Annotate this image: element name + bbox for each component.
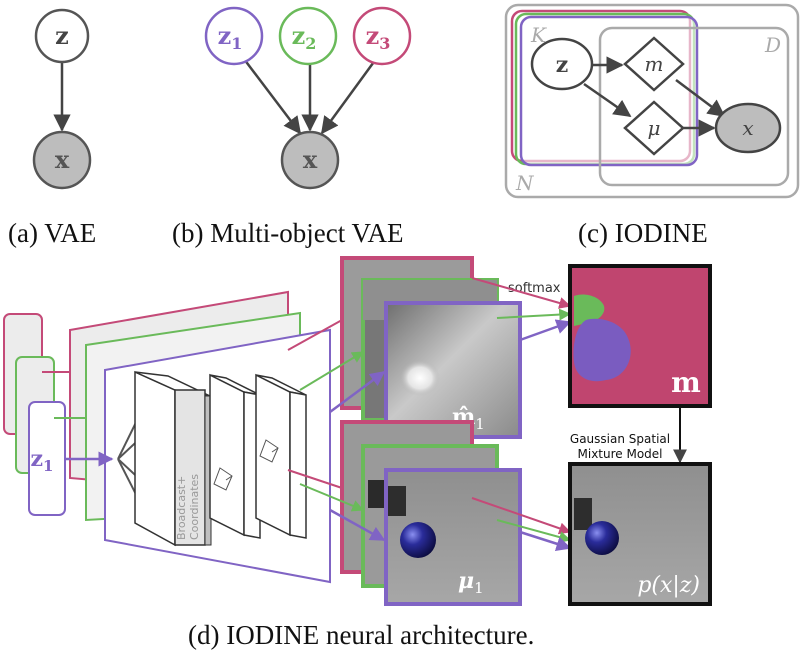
plate-d-label: D xyxy=(764,33,781,57)
panel-d-architecture: z1 Broadcast+Coordinates xyxy=(3,256,712,606)
panel-a-vae: z x xyxy=(32,8,92,190)
latent-node-z1 xyxy=(204,6,264,66)
iodine-node-m xyxy=(623,36,685,92)
observed-node-x xyxy=(280,130,340,190)
edge-z3-to-x xyxy=(320,58,378,135)
caption-a: (a) VAE xyxy=(8,218,97,248)
plate-n-label: N xyxy=(515,171,535,195)
arrow-output-green xyxy=(496,519,572,543)
mu-label: μ1 xyxy=(458,568,484,597)
iodine-node-x-label: x xyxy=(742,116,753,140)
arrow-softmax-red xyxy=(471,277,572,309)
conv-layer-2 xyxy=(209,373,261,539)
panel-c-iodine-plate: K D N z m μ x xyxy=(504,3,800,199)
iodine-node-x xyxy=(714,102,782,154)
conv-layer-3 xyxy=(255,373,307,539)
plate-n xyxy=(504,3,800,199)
edge-z1-to-x xyxy=(243,58,302,135)
layer-label: Broadcast+Coordinates xyxy=(175,474,201,540)
mixture-label-line2: Mixture Model xyxy=(578,447,663,461)
caption-d: (d) IODINE neural architecture. xyxy=(188,620,535,650)
iodine-node-mu xyxy=(623,100,685,156)
observed-node-x xyxy=(32,130,92,190)
mask-image: m xyxy=(568,264,712,408)
iodine-node-mu-label: μ xyxy=(648,116,661,140)
output-label: p(x|z) xyxy=(637,573,700,598)
arrow-softmax-purple xyxy=(519,319,572,342)
arrow-decoder-red-upper xyxy=(287,319,343,351)
iodine-node-z xyxy=(530,37,594,91)
input-z1-label: z1 xyxy=(31,446,54,475)
softmax-label: softmax xyxy=(508,281,561,296)
arrow-output-purple xyxy=(519,530,572,552)
observed-node-x-label: x xyxy=(303,145,318,174)
iodine-node-z-label: z xyxy=(556,52,569,78)
latent-node-z-label: z xyxy=(55,21,69,50)
mixture-label-line1: Gaussian Spatial xyxy=(570,432,670,446)
plate-k-purple xyxy=(519,15,699,167)
observed-node-x-label: x xyxy=(55,145,70,174)
edge-m-to-x xyxy=(675,79,726,118)
latent-node-z xyxy=(34,8,90,64)
mu-image-ball xyxy=(400,522,436,558)
arrow-decoder-purple-upper xyxy=(329,370,386,414)
arrow-output-red xyxy=(471,497,572,535)
arrow-decoder-red-lower xyxy=(287,469,343,489)
plate-k-label: K xyxy=(530,23,547,47)
latent-node-z2 xyxy=(278,6,338,66)
latent-node-z2-label: z2 xyxy=(292,21,317,53)
arrow-decoder-purple-lower xyxy=(329,508,386,542)
mask-label: m xyxy=(671,366,701,399)
arrow-decoder-green-lower xyxy=(299,483,365,512)
mu-image-cube xyxy=(388,486,406,516)
layer-broadcast-coordinates: Broadcast+Coordinates xyxy=(134,370,212,547)
latent-node-z3-label: z3 xyxy=(366,21,391,53)
arrow-softmax-green xyxy=(496,308,572,321)
caption-c: (c) IODINE xyxy=(578,218,708,248)
arrow-decoder-green-upper xyxy=(299,351,365,391)
output-image: p(x|z) xyxy=(568,462,712,606)
iodine-node-m-label: m xyxy=(645,52,664,76)
panel-b-multi-object-vae: z1 z2 z3 x xyxy=(204,6,412,190)
latent-node-z1-label: z1 xyxy=(218,21,243,53)
edge-z-to-mu xyxy=(583,82,632,118)
caption-b: (b) Multi-object VAE xyxy=(172,218,404,248)
plate-d xyxy=(598,26,790,187)
mask-hat-object-glow xyxy=(400,360,440,396)
latent-node-z3 xyxy=(352,6,412,66)
